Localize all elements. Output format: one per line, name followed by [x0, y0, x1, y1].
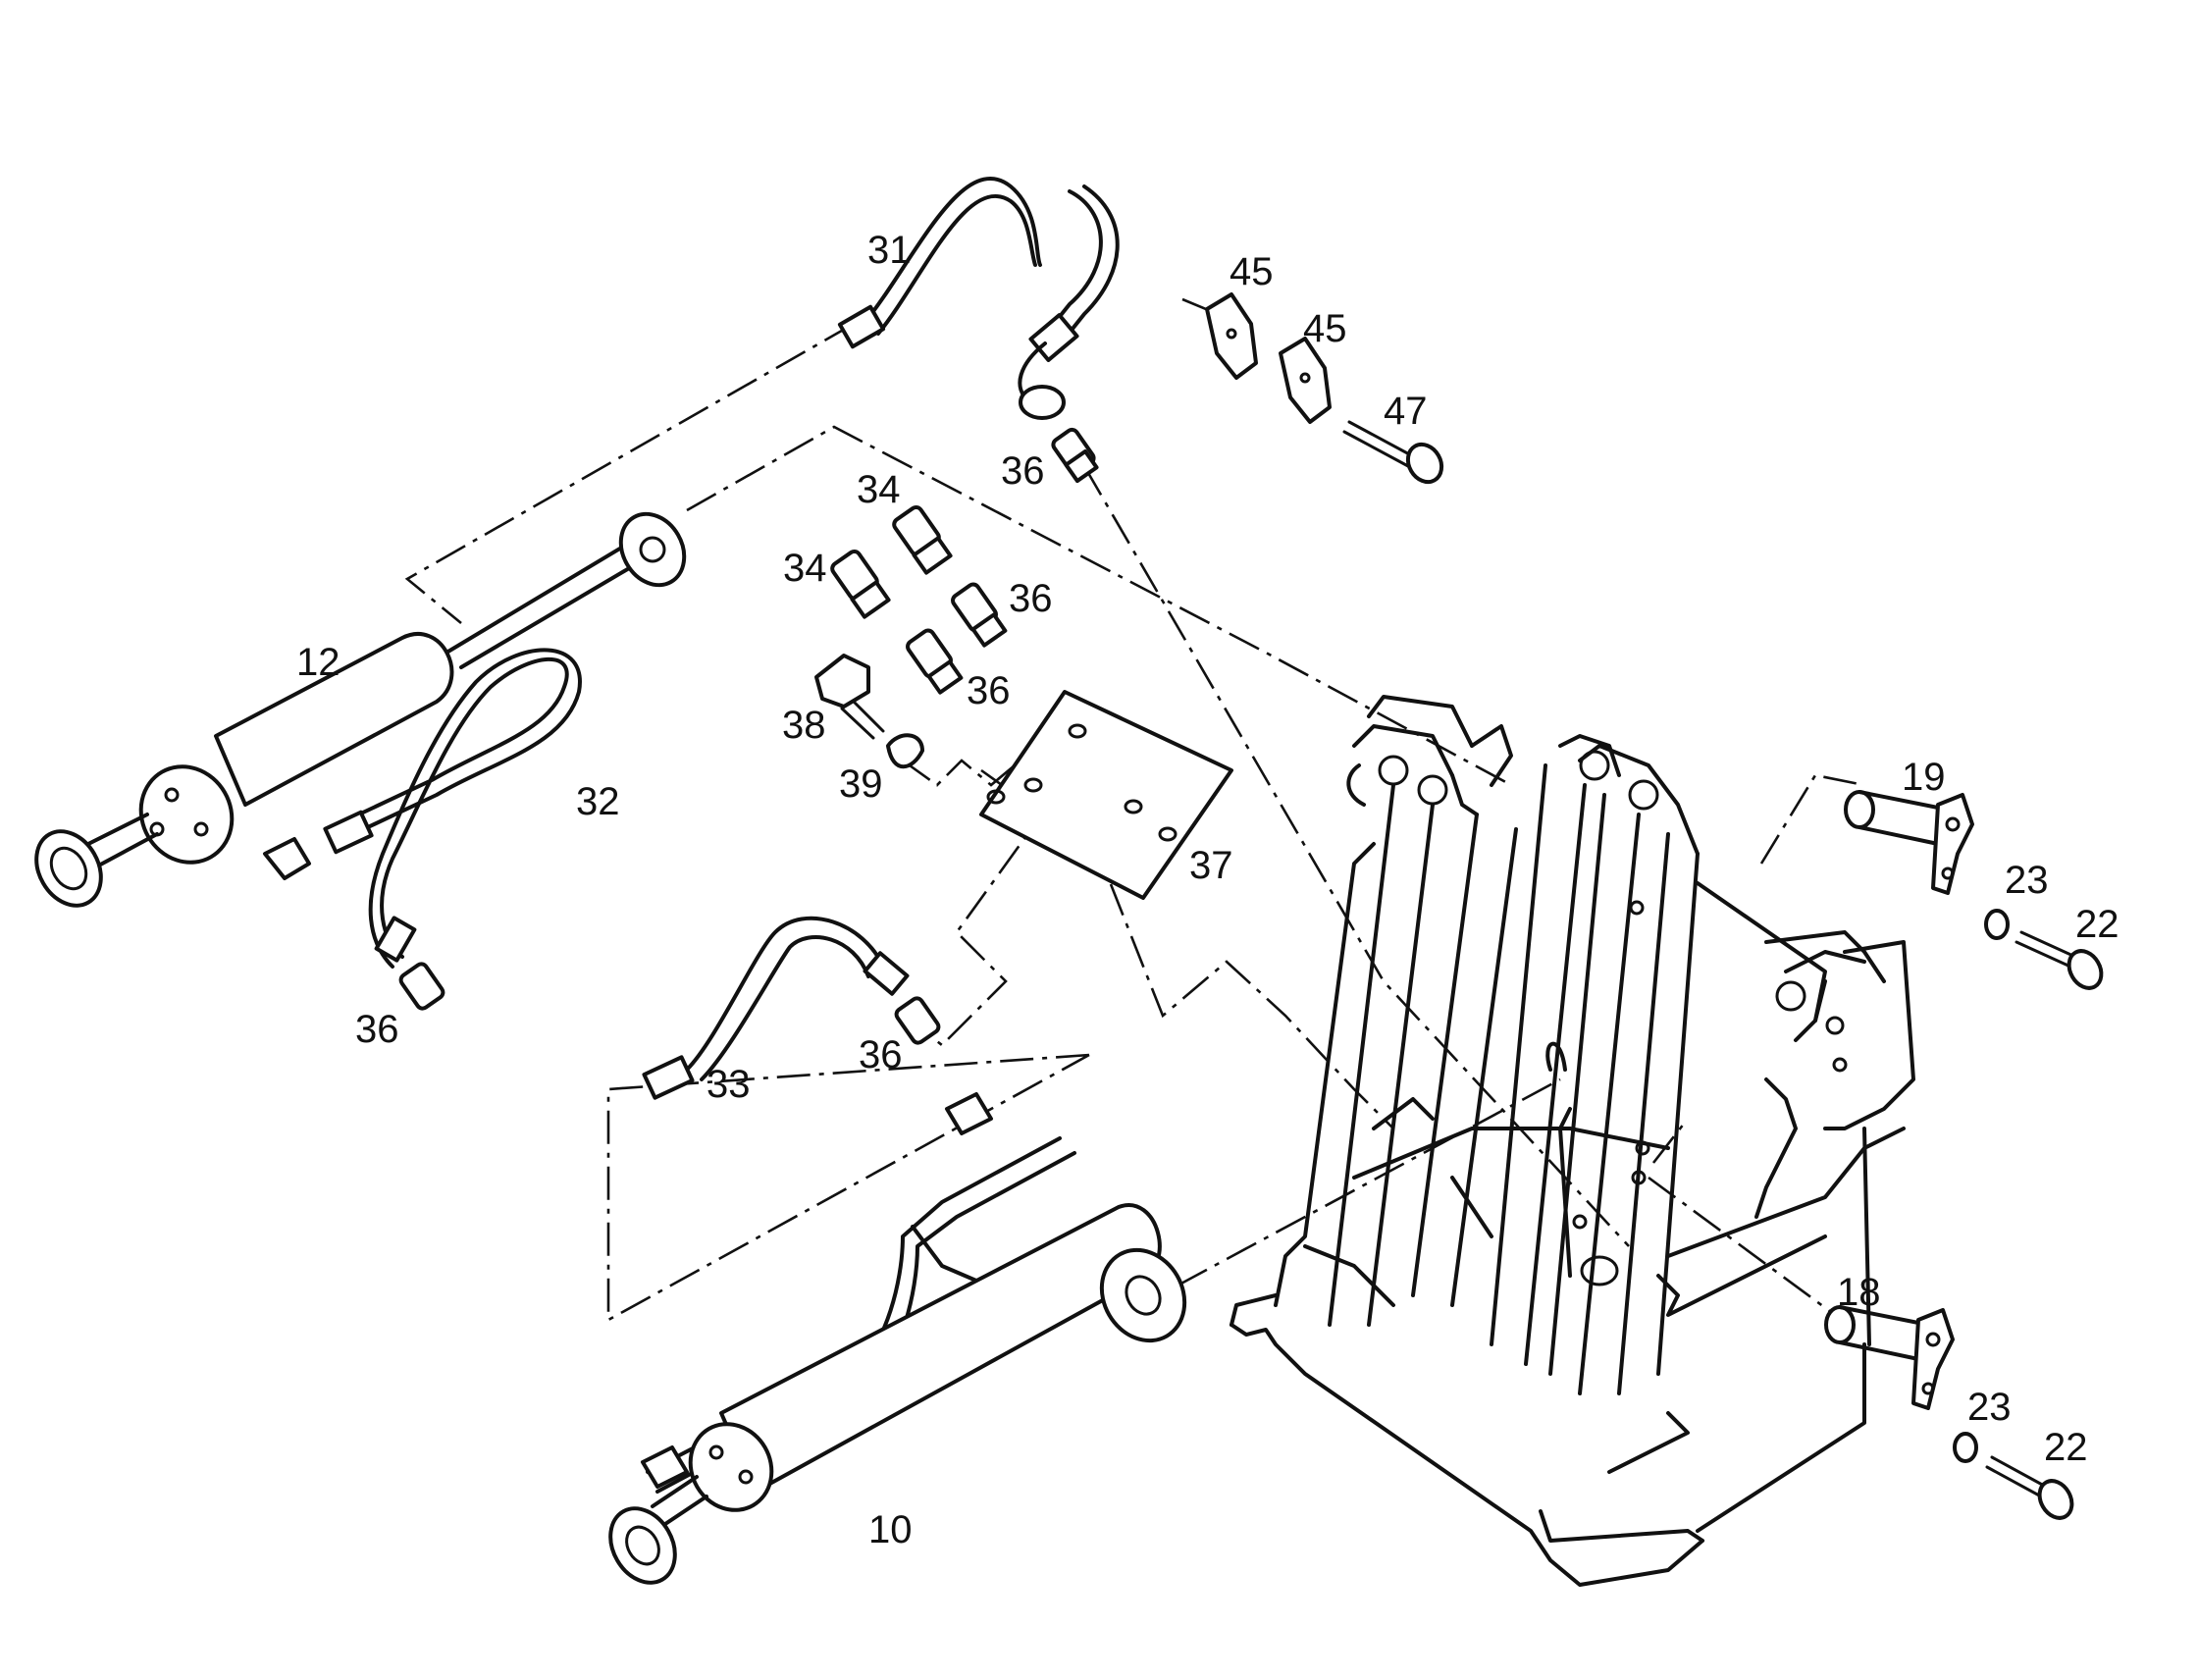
- fitting-36-top: [1051, 427, 1099, 484]
- callout-36-mid: 36: [967, 669, 1011, 712]
- callout-39: 39: [839, 762, 883, 806]
- mounting-frame: [1230, 695, 1915, 1587]
- callout-labels: 31 45 45 47 36 34 34 36 36 38 39 37 12 3…: [296, 229, 2120, 1551]
- hose-31: [837, 177, 1120, 420]
- callout-38: 38: [782, 704, 826, 747]
- washer-39: [886, 733, 924, 769]
- guide-line-fitting36-to-frame: [1082, 465, 1630, 1247]
- callout-37: 37: [1189, 844, 1233, 887]
- callout-23-lower: 23: [1967, 1386, 2012, 1429]
- callout-18: 18: [1837, 1271, 1881, 1314]
- callout-36-lower: 36: [859, 1033, 903, 1076]
- callout-36-top: 36: [1001, 449, 1045, 493]
- callout-32: 32: [576, 780, 620, 823]
- callout-45-upper: 45: [1230, 250, 1274, 293]
- clamp-45-lower: [1279, 337, 1332, 424]
- fitting-36-lower: [894, 996, 941, 1045]
- guide-line-plate37-to-frame: [1068, 779, 1394, 1129]
- bolt-47: [1342, 420, 1444, 485]
- callout-19: 19: [1902, 756, 1946, 799]
- washer-23-lower: [1953, 1432, 1978, 1463]
- callout-22-upper: 22: [2075, 903, 2120, 946]
- callout-34-top: 34: [857, 468, 901, 511]
- bolt-38: [814, 654, 885, 740]
- guide-line-bolt38: [902, 759, 1021, 787]
- plate-37: [979, 690, 1233, 900]
- guide-line-pin19: [1759, 773, 1865, 865]
- guide-line-hose31-to-cylinder12: [404, 322, 855, 625]
- fitting-36-left: [398, 962, 445, 1011]
- callout-45-lower: 45: [1303, 307, 1347, 350]
- callout-23-upper: 23: [2005, 859, 2049, 902]
- fitting-36-mid: [906, 628, 964, 695]
- pin-18: [1824, 1305, 1955, 1410]
- cylinder-12: [34, 511, 687, 908]
- guide-line-hose33-to-cylinder10: [606, 1053, 1090, 1323]
- callout-36-mid-right: 36: [1009, 577, 1053, 620]
- washer-23-upper: [1984, 909, 2010, 940]
- hose-32: [323, 648, 582, 969]
- bolt-22-upper: [2015, 930, 2104, 990]
- pin-19: [1844, 790, 1974, 895]
- callout-31: 31: [867, 229, 912, 272]
- callout-12: 12: [296, 641, 340, 684]
- callout-47: 47: [1384, 390, 1428, 433]
- guide-line-cylinder10-to-frame: [1177, 1077, 1561, 1287]
- guide-line-pin18: [1648, 1176, 1836, 1317]
- callout-34-mid: 34: [783, 547, 827, 590]
- callout-22-lower: 22: [2044, 1426, 2088, 1469]
- guide-line-cylinder12-to-frame: [686, 425, 1512, 787]
- bolt-22-lower: [1985, 1455, 2074, 1520]
- callout-33: 33: [706, 1063, 751, 1106]
- guide-line-frame-lower: [1651, 1118, 1690, 1164]
- callout-10: 10: [868, 1508, 913, 1551]
- hose-33: [642, 916, 910, 1100]
- fitting-34-top: [892, 504, 953, 575]
- fitting-34-mid: [830, 549, 891, 619]
- fitting-36-mid-right: [951, 582, 1008, 648]
- cylinder-10: [608, 1092, 1187, 1585]
- clamp-45-upper: [1205, 292, 1258, 380]
- callout-36-left: 36: [355, 1008, 399, 1051]
